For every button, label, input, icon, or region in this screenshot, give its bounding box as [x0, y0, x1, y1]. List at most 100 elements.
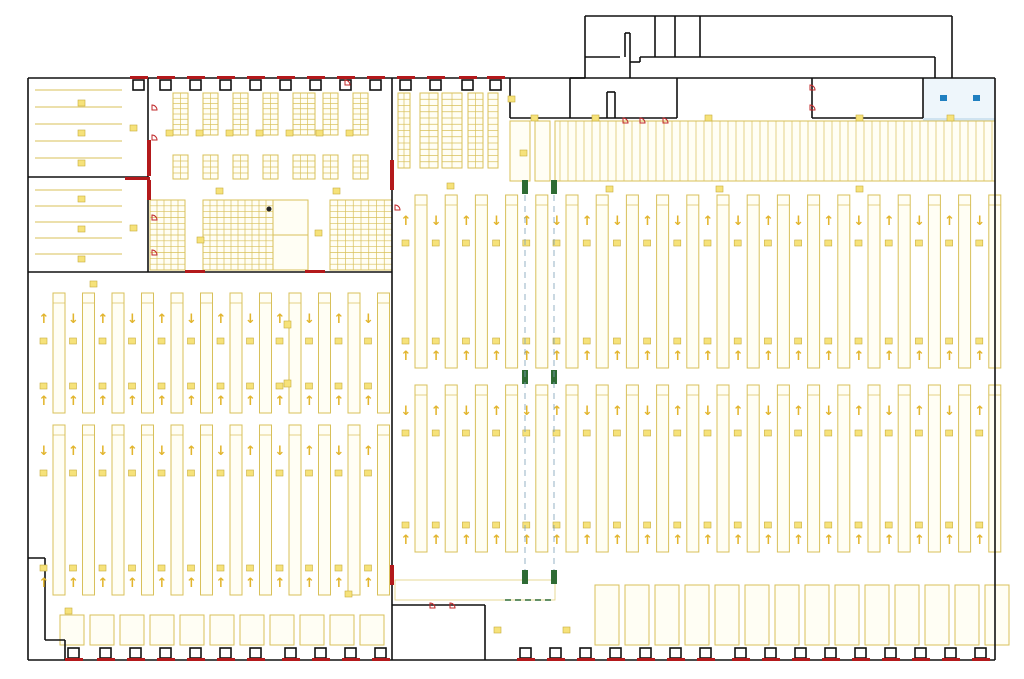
- arrow-up-icon: ↑: [39, 312, 50, 327]
- location-tag-icon: [462, 521, 470, 529]
- dock-door: [852, 658, 870, 661]
- location-tag-icon: [794, 337, 802, 345]
- arrow-up-icon: ↑: [884, 533, 895, 548]
- location-tag-icon: [530, 114, 539, 122]
- dock-leveler: [284, 647, 297, 659]
- dock-leveler: [132, 79, 145, 91]
- location-tag-icon: [643, 429, 651, 437]
- arrow-up-icon: ↑: [914, 404, 925, 419]
- arrow-up-icon: ↑: [823, 214, 834, 229]
- rack-column: [867, 194, 881, 369]
- arrow-up-icon: ↑: [401, 214, 412, 229]
- dock-leveler: [249, 79, 262, 91]
- rack-column: [746, 194, 760, 369]
- rack-column: [505, 194, 519, 369]
- location-tag-icon: [945, 239, 953, 247]
- location-tag-icon: [401, 239, 410, 247]
- dock-leveler: [344, 647, 357, 659]
- location-tag-icon: [552, 429, 561, 437]
- dock-rack: [624, 584, 650, 646]
- location-tag-icon: [334, 564, 343, 572]
- rack-column: [656, 194, 670, 369]
- dock-leveler: [429, 79, 442, 91]
- location-tag-icon: [215, 187, 224, 195]
- arrow-up-icon: ↑: [642, 349, 653, 364]
- dock-leveler: [219, 79, 232, 91]
- arrow-up-icon: ↑: [642, 533, 653, 548]
- rack-column: [347, 292, 361, 414]
- arrow-up-icon: ↑: [275, 394, 286, 409]
- location-tag-icon: [334, 337, 343, 345]
- arrow-up-icon: ↑: [672, 533, 683, 548]
- location-tag-icon: [673, 337, 682, 345]
- location-tag-icon: [431, 521, 440, 529]
- rack-column: [746, 384, 760, 553]
- dock-door: [187, 76, 205, 79]
- arrow-up-icon: ↑: [974, 349, 985, 364]
- rack-column: [897, 384, 911, 553]
- dock-rack: [594, 584, 620, 646]
- arrow-down-icon: ↓: [612, 214, 623, 229]
- side-door: [147, 140, 151, 176]
- side-door: [305, 270, 325, 273]
- rack-column: [414, 194, 428, 369]
- location-tag-icon: [246, 337, 254, 345]
- location-tag-icon: [195, 129, 204, 137]
- location-tag-icon: [915, 239, 923, 247]
- arrow-up-icon: ↑: [216, 576, 227, 591]
- location-tag-icon: [884, 337, 893, 345]
- dock-rack: [984, 584, 1010, 646]
- dock-rack: [359, 614, 385, 646]
- arrow-up-icon: ↑: [763, 533, 774, 548]
- location-tag-icon: [431, 429, 440, 437]
- arrow-up-icon: ↑: [793, 349, 804, 364]
- rack-column: [52, 424, 66, 596]
- location-tag-icon: [89, 280, 98, 288]
- location-tag-icon: [305, 337, 313, 345]
- door-swing-icon: [639, 117, 646, 124]
- dock-rack: [714, 584, 740, 646]
- arrow-up-icon: ↑: [245, 444, 256, 459]
- dock-rack: [774, 584, 800, 646]
- dock-leveler: [129, 647, 142, 659]
- dock-rack: [654, 584, 680, 646]
- location-tag-icon: [855, 185, 864, 193]
- column-marker: [551, 180, 557, 194]
- rack-column: [259, 424, 272, 596]
- door-swing-icon: [662, 117, 669, 124]
- location-tag-icon: [334, 382, 343, 390]
- rack-column: [837, 194, 851, 369]
- dock-leveler: [579, 647, 592, 659]
- arrow-down-icon: ↓: [68, 312, 79, 327]
- arrow-up-icon: ↑: [431, 404, 442, 419]
- rack-column: [82, 292, 95, 414]
- location-tag-icon: [582, 337, 591, 345]
- rack-column: [200, 292, 213, 414]
- location-tag-icon: [493, 626, 502, 634]
- location-tag-icon: [764, 429, 772, 437]
- arrow-up-icon: ↑: [884, 214, 895, 229]
- dock-rack: [834, 584, 860, 646]
- arrow-up-icon: ↑: [461, 533, 472, 548]
- arrow-down-icon: ↓: [39, 444, 50, 459]
- rack-column: [656, 384, 670, 553]
- location-tag-icon: [128, 337, 136, 345]
- location-tag-icon: [98, 382, 107, 390]
- location-tag-icon: [945, 521, 953, 529]
- location-tag-icon: [39, 382, 48, 390]
- location-tag-icon: [733, 429, 742, 437]
- arrow-up-icon: ↑: [157, 312, 168, 327]
- location-tag-icon: [582, 429, 591, 437]
- dock-leveler: [914, 647, 927, 659]
- location-tag-icon: [216, 469, 225, 477]
- arrow-up-icon: ↑: [491, 404, 502, 419]
- location-tag-icon: [129, 224, 138, 232]
- location-tag-icon: [562, 626, 571, 634]
- location-tag-icon: [703, 337, 712, 345]
- bulk-storage-strip: [554, 120, 996, 182]
- arrow-down-icon: ↓: [521, 404, 532, 419]
- rack-column: [595, 194, 609, 369]
- rack-column: [444, 194, 458, 369]
- location-tag-icon: [733, 337, 742, 345]
- rack-column: [414, 384, 428, 553]
